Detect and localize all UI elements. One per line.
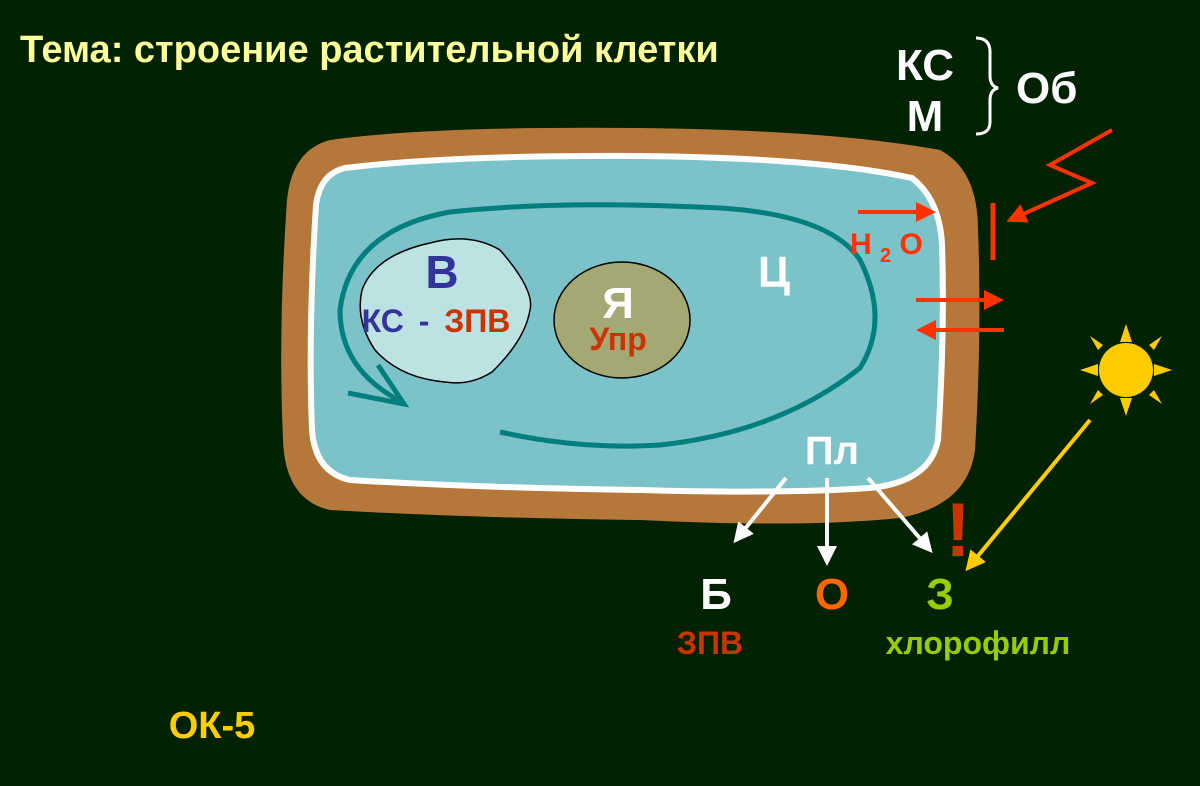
plastid-o: О	[815, 570, 849, 619]
nucleus-label: Я	[602, 279, 634, 328]
cyclosis-arrowhead	[347, 363, 410, 408]
legend-ks: КС	[896, 41, 954, 90]
vacuole-dash: -	[419, 303, 430, 339]
vacuole-zpv: ЗПВ	[444, 303, 510, 339]
water-sub: 2	[880, 245, 891, 267]
plastids-label: Пл	[805, 429, 859, 473]
plastid-b-sub: ЗПВ	[677, 625, 743, 661]
water-formula: H 2 O	[850, 228, 923, 269]
footer-label: ОК-5	[169, 705, 256, 747]
cytoplasm-label: Ц	[758, 248, 790, 297]
title: Тема: строение растительной клетки	[20, 29, 719, 71]
nucleus-sub: Упр	[589, 321, 647, 357]
vacuole-sap: КС - ЗПВ	[362, 303, 511, 339]
vacuole	[359, 238, 532, 384]
plastid-z-sub: хлорофилл	[886, 625, 1071, 661]
plastid-z: З	[926, 570, 954, 619]
vacuole-ks: КС	[362, 303, 404, 339]
legend-ob: Об	[1016, 64, 1077, 113]
water-h: H	[850, 228, 872, 261]
vacuole-label: В	[425, 246, 458, 298]
plastid-arrow-b	[733, 476, 788, 544]
lightning-arrow	[1006, 128, 1113, 223]
sun-icon	[1080, 324, 1172, 416]
curly-brace	[975, 36, 999, 136]
legend-m: М	[907, 92, 944, 141]
exclamation: !	[945, 488, 970, 573]
cyclosis-arrow	[337, 202, 878, 449]
plastid-b: Б	[700, 570, 732, 619]
sunlight-arrow	[965, 418, 1092, 572]
plastid-arrow-z	[866, 476, 933, 554]
nucleus	[553, 261, 691, 379]
water-o: O	[899, 228, 922, 261]
